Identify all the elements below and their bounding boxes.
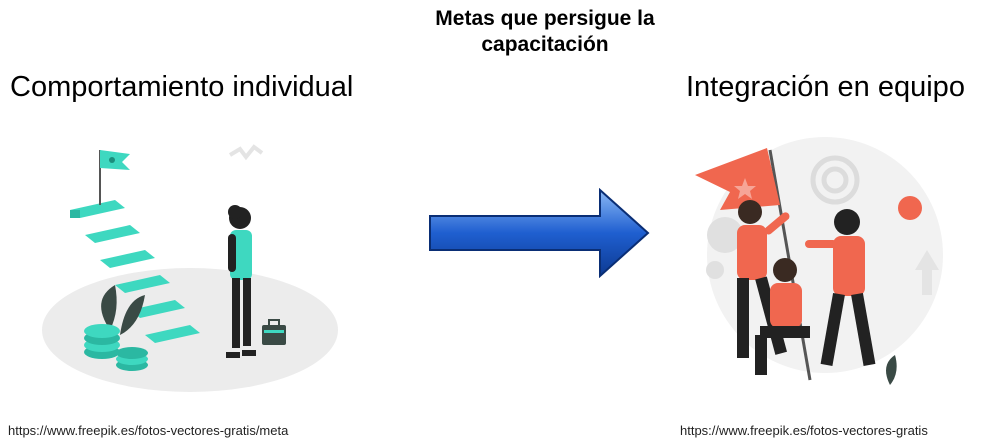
- target-icon: [810, 155, 860, 205]
- bird-icon: [228, 144, 264, 161]
- team-flag-icon: [695, 148, 780, 210]
- right-arrow-icon: [429, 188, 650, 278]
- right-heading: Integración en equipo: [686, 71, 965, 103]
- coins-icon: [84, 324, 148, 371]
- stairs: [70, 200, 200, 343]
- team-illustration: [695, 137, 943, 385]
- right-source-link[interactable]: https://www.freepik.es/fotos-vectores-gr…: [680, 423, 928, 438]
- plant-icon: [101, 285, 145, 335]
- arrow-up-icon: [915, 250, 939, 295]
- briefcase-icon: [262, 319, 286, 345]
- woman-figure: [226, 205, 256, 358]
- gear-icon: [706, 217, 743, 279]
- individual-goal-illustration: [42, 144, 338, 392]
- like-icon: [898, 196, 922, 220]
- person-figure: [755, 258, 810, 375]
- plant-icon: [886, 355, 897, 385]
- left-source-link[interactable]: https://www.freepik.es/fotos-vectores-gr…: [8, 423, 289, 438]
- left-heading: Comportamiento individual: [10, 71, 354, 103]
- person-figure: [805, 209, 876, 366]
- page-title: Metas que persigue la capacitación: [435, 7, 655, 56]
